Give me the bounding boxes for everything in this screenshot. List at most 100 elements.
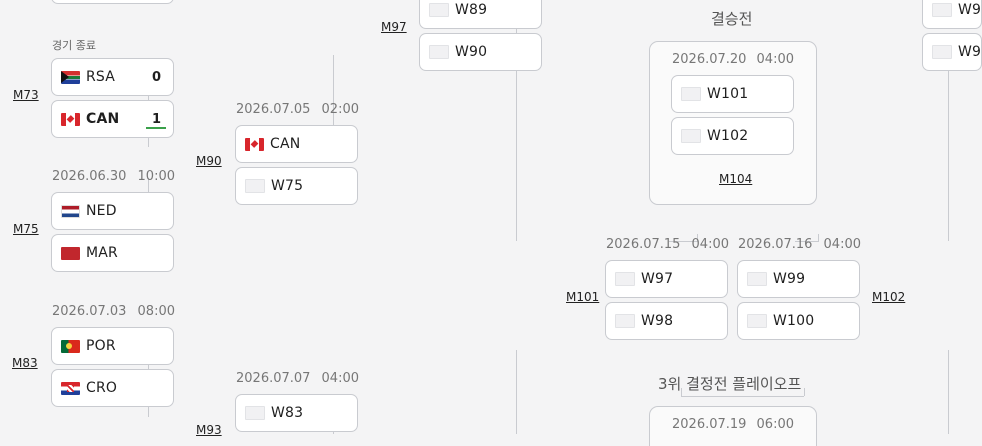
team-top-partial[interactable] xyxy=(51,0,174,4)
team-name: W9 xyxy=(958,44,982,60)
match-label-m102[interactable]: M102 xyxy=(872,290,906,304)
third-place-card xyxy=(649,406,817,446)
team-name: CRO xyxy=(86,380,118,396)
connector-line xyxy=(948,60,949,241)
match-time: 06:00 xyxy=(756,417,794,432)
team-slot-w101[interactable]: W101 xyxy=(671,75,794,113)
match-datetime: 2026.07.16 04:00 xyxy=(738,237,861,252)
team-slot-w89[interactable]: W89 xyxy=(419,0,542,29)
team-slot-cro[interactable]: CRO xyxy=(51,369,174,407)
team-name: NED xyxy=(86,203,117,219)
placeholder-flag-icon xyxy=(681,129,701,143)
match-datetime: 2026.07.05 02:00 xyxy=(236,102,359,117)
connector-line xyxy=(516,28,517,241)
match-label-m97[interactable]: M97 xyxy=(381,20,407,34)
match-label-m90[interactable]: M90 xyxy=(196,154,222,168)
connector-line xyxy=(669,241,698,242)
canada-flag-icon xyxy=(61,112,80,126)
team-name: RSA xyxy=(86,69,116,85)
match-datetime: 2026.07.15 04:00 xyxy=(606,237,729,252)
match-datetime: 2026.07.20 04:00 xyxy=(672,52,794,67)
match-date: 2026.07.03 xyxy=(52,304,127,319)
team-slot-ned[interactable]: NED xyxy=(51,192,174,230)
team-slot-can[interactable]: CAN 1 xyxy=(51,100,174,138)
team-slot-w75[interactable]: W75 xyxy=(235,167,358,205)
croatia-flag-icon xyxy=(61,381,80,395)
third-place-heading: 3위 결정전 플레이오프 xyxy=(658,375,802,393)
team-name: W97 xyxy=(641,271,674,287)
placeholder-flag-icon xyxy=(681,87,701,101)
morocco-flag-icon xyxy=(61,246,80,260)
team-score: 1 xyxy=(151,111,161,127)
match-datetime: 2026.07.07 04:00 xyxy=(236,371,359,386)
connector-line xyxy=(948,350,949,434)
match-time: 08:00 xyxy=(137,304,175,319)
winner-indicator xyxy=(146,127,166,129)
connector-line xyxy=(697,234,698,242)
team-slot-partial[interactable]: W9 xyxy=(922,0,982,29)
match-label-m93[interactable]: M93 xyxy=(196,423,222,437)
team-name: W83 xyxy=(271,405,304,421)
match-date: 2026.07.07 xyxy=(236,371,311,386)
team-name: W101 xyxy=(707,86,749,102)
team-name: W99 xyxy=(773,271,806,287)
team-slot-rsa[interactable]: RSA 0 xyxy=(51,58,174,96)
team-name: W75 xyxy=(271,178,304,194)
team-slot-mar[interactable]: MAR xyxy=(51,234,174,272)
connector-line xyxy=(681,388,682,396)
team-score: 0 xyxy=(151,69,161,85)
connector-line xyxy=(681,396,804,397)
portugal-flag-icon xyxy=(61,339,80,353)
netherlands-flag-icon xyxy=(61,204,80,218)
connector-line xyxy=(795,241,819,242)
placeholder-flag-icon xyxy=(747,272,767,286)
match-datetime: 2026.07.19 06:00 xyxy=(672,417,794,432)
team-name: W89 xyxy=(455,2,488,18)
placeholder-flag-icon xyxy=(245,406,265,420)
match-time: 04:00 xyxy=(756,52,794,67)
match-date: 2026.07.20 xyxy=(672,52,747,67)
match-time: 04:00 xyxy=(321,371,359,386)
team-slot-w97[interactable]: W97 xyxy=(605,260,728,298)
placeholder-flag-icon xyxy=(615,272,635,286)
connector-line xyxy=(804,388,805,396)
team-slot-w98[interactable]: W98 xyxy=(605,302,728,340)
team-name: W98 xyxy=(641,313,674,329)
connector-line xyxy=(516,350,517,434)
team-name: CAN xyxy=(270,136,301,152)
match-label-m83[interactable]: M83 xyxy=(12,356,38,370)
canada-flag-icon xyxy=(245,137,264,151)
placeholder-flag-icon xyxy=(429,45,449,59)
team-slot-w99[interactable]: W99 xyxy=(737,260,860,298)
placeholder-flag-icon xyxy=(615,314,635,328)
match-date: 2026.07.15 xyxy=(606,237,681,252)
match-label-m104[interactable]: M104 xyxy=(719,172,753,186)
team-slot-w90[interactable]: W90 xyxy=(419,33,542,71)
match-label-m101[interactable]: M101 xyxy=(566,290,600,304)
team-name: CAN xyxy=(86,111,120,127)
match-label-m73[interactable]: M73 xyxy=(13,88,39,102)
placeholder-flag-icon xyxy=(932,3,952,17)
final-heading: 결승전 xyxy=(711,10,753,28)
team-slot-partial[interactable]: W9 xyxy=(922,33,982,71)
team-name: POR xyxy=(86,338,116,354)
match-time: 04:00 xyxy=(823,237,861,252)
connector-line xyxy=(818,234,819,242)
south-africa-flag-icon xyxy=(61,70,80,84)
match-date: 2026.07.19 xyxy=(672,417,747,432)
match-time: 02:00 xyxy=(321,102,359,117)
team-name: W102 xyxy=(707,128,749,144)
team-slot-can[interactable]: CAN xyxy=(235,125,358,163)
team-slot-w100[interactable]: W100 xyxy=(737,302,860,340)
team-name: W9 xyxy=(958,2,982,18)
match-status: 경기 종료 xyxy=(52,39,96,52)
match-datetime: 2026.06.30 10:00 xyxy=(52,169,175,184)
match-date: 2026.06.30 xyxy=(52,169,127,184)
match-time: 04:00 xyxy=(691,237,729,252)
team-slot-w102[interactable]: W102 xyxy=(671,117,794,155)
team-slot-por[interactable]: POR xyxy=(51,327,174,365)
team-name: W100 xyxy=(773,313,815,329)
placeholder-flag-icon xyxy=(245,179,265,193)
team-slot-w83[interactable]: W83 xyxy=(235,394,358,432)
match-label-m75[interactable]: M75 xyxy=(13,222,39,236)
